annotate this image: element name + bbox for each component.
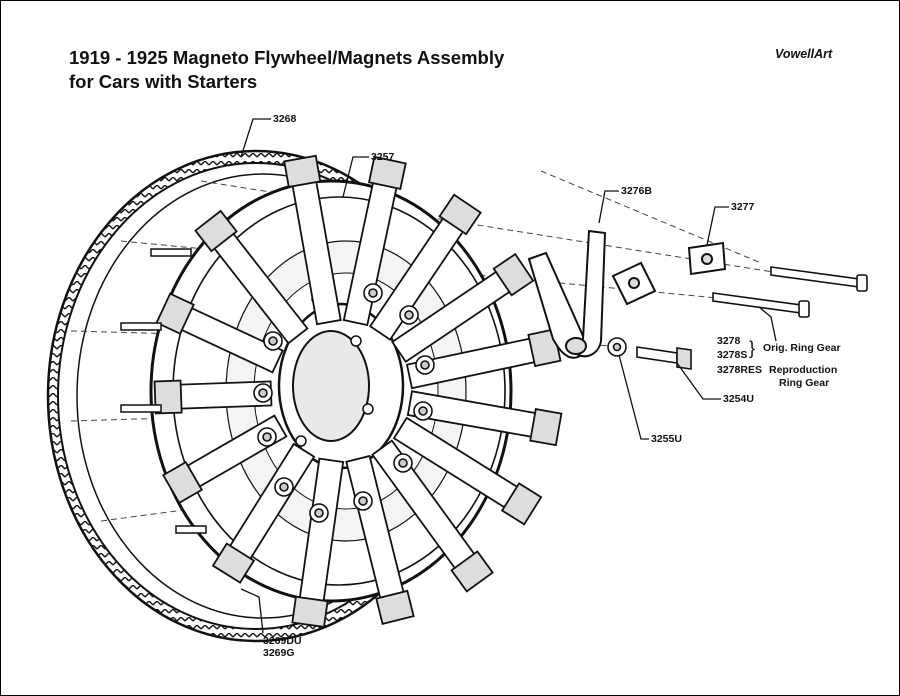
- label-magnet-g: 3269G: [263, 647, 295, 659]
- label-3278res: 3278RES: [717, 364, 762, 376]
- magnet: [211, 442, 316, 584]
- label-washer: 3255U: [651, 433, 682, 445]
- magnet: [194, 209, 309, 345]
- label-reproduction: Reproduction: [769, 364, 838, 376]
- magnet: [391, 252, 535, 364]
- magnet: [155, 292, 284, 374]
- magnet: [406, 390, 563, 447]
- studs: [120, 248, 207, 534]
- artist-credit: VowellArt: [775, 47, 833, 61]
- diagram-subtitle: for Cars with Starters: [69, 71, 258, 92]
- magnet: [392, 416, 543, 526]
- label-bolt: 3254U: [723, 393, 754, 405]
- label-clamp-plate: 3277: [731, 201, 755, 213]
- leader-lines: [240, 118, 777, 634]
- clamp-plates: [611, 241, 727, 306]
- magnet: [371, 439, 494, 593]
- flywheel-hub: [277, 293, 405, 470]
- label-magnet-du: 3269DU: [263, 635, 302, 647]
- label-brace: }: [749, 338, 756, 358]
- label-3278: 3278: [717, 335, 741, 347]
- label-magnet-screw: 3257: [371, 151, 395, 163]
- magnet: [368, 193, 482, 341]
- label-ring-gear-repro: Ring Gear: [779, 377, 830, 389]
- label-ring-gear: 3268: [273, 113, 297, 125]
- label-magnet-clamp: 3276B: [621, 185, 652, 197]
- magnet: [342, 155, 407, 327]
- long-screws: [712, 266, 868, 318]
- label-orig-ring-gear: Orig. Ring Gear: [763, 342, 841, 354]
- magnet-clamp: [527, 229, 607, 359]
- magnet: [283, 154, 342, 326]
- magnet: [291, 457, 345, 628]
- magnet-screws: [253, 283, 435, 523]
- bolt-and-washer: [607, 337, 692, 370]
- magnet-array: [153, 154, 563, 628]
- label-3278s: 3278S: [717, 349, 748, 361]
- diagram-title: 1919 - 1925 Magneto Flywheel/Magnets Ass…: [69, 47, 505, 68]
